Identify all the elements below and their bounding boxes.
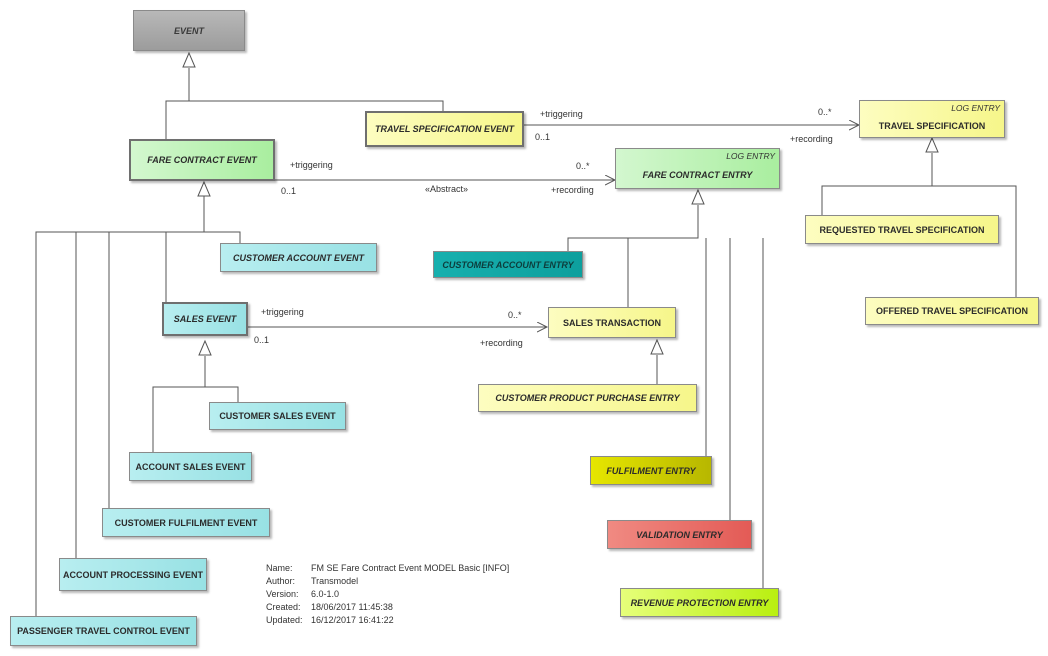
class-name: CUSTOMER ACCOUNT EVENT <box>232 252 364 263</box>
class-name: VALIDATION ENTRY <box>636 529 723 540</box>
inheritance-triangle-sales-event <box>198 339 212 356</box>
class-fare-contract-entry[interactable]: LOG ENTRY FARE CONTRACT ENTRY <box>615 148 780 189</box>
multiplicity-target-fare-contract: 0..* <box>576 161 590 171</box>
metadata-value: FM SE Fare Contract Event MODEL Basic [I… <box>311 563 510 573</box>
multiplicity-source-travel-spec: 0..1 <box>535 132 551 142</box>
metadata-row-created: Created: 18/06/2017 11:45:38 <box>266 601 509 614</box>
diagram-metadata: Name: FM SE Fare Contract Event MODEL Ba… <box>266 562 509 627</box>
metadata-key: Created: <box>266 602 301 612</box>
class-travel-specification[interactable]: LOG ENTRY TRAVEL SPECIFICATION <box>859 100 1005 138</box>
class-name: SALES TRANSACTION <box>562 317 661 328</box>
multiplicity-target-sales: 0..* <box>508 310 522 320</box>
class-offered-travel-specification[interactable]: OFFERED TRAVEL SPECIFICATION <box>865 297 1039 325</box>
class-account-sales-event[interactable]: ACCOUNT SALES EVENT <box>129 452 252 481</box>
metadata-key: Updated: <box>266 615 303 625</box>
class-sales-transaction[interactable]: SALES TRANSACTION <box>548 307 676 338</box>
class-sales-event[interactable]: SALES EVENT <box>162 302 248 336</box>
inheritance-triangle-fare-contract-event <box>197 180 211 197</box>
role-recording-travel-spec: +recording <box>790 134 833 144</box>
class-name: REVENUE PROTECTION ENTRY <box>630 597 769 608</box>
class-name: CUSTOMER SALES EVENT <box>219 411 336 421</box>
class-name: CUSTOMER PRODUCT PURCHASE ENTRY <box>495 393 680 403</box>
generalization-fare-contract-event-to-event <box>165 100 444 140</box>
inheritance-triangle-event <box>182 51 196 68</box>
class-name: FARE CONTRACT ENTRY <box>642 169 753 180</box>
class-name: CUSTOMER ACCOUNT ENTRY <box>442 259 574 270</box>
class-passenger-travel-control-event[interactable]: PASSENGER TRAVEL CONTROL EVENT <box>10 616 197 646</box>
class-name: TRAVEL SPECIFICATION <box>878 121 986 131</box>
inheritance-triangle-fare-contract-entry <box>691 188 705 205</box>
class-name: ACCOUNT SALES EVENT <box>135 461 246 472</box>
metadata-row-author: Author: Transmodel <box>266 575 509 588</box>
class-requested-travel-specification[interactable]: REQUESTED TRAVEL SPECIFICATION <box>805 215 999 244</box>
class-name: CUSTOMER FULFILMENT EVENT <box>114 517 258 528</box>
class-validation-entry[interactable]: VALIDATION ENTRY <box>607 520 752 549</box>
metadata-row-name: Name: FM SE Fare Contract Event MODEL Ba… <box>266 562 509 575</box>
generalization-bus-fare-contract-entry <box>567 205 699 251</box>
association-stereotype-fare-contract: «Abstract» <box>425 184 469 194</box>
class-travel-specification-event[interactable]: TRAVEL SPECIFICATION EVENT <box>365 111 524 147</box>
class-name: TRAVEL SPECIFICATION EVENT <box>374 124 514 134</box>
generalization-bus-fare-contract-event <box>35 196 205 616</box>
stereotype-label: LOG ENTRY <box>726 151 775 161</box>
metadata-key: Version: <box>266 589 299 599</box>
link-customer-account-event <box>204 231 241 243</box>
role-triggering-travel-spec: +triggering <box>540 109 583 119</box>
role-triggering-fare-contract: +triggering <box>290 160 333 170</box>
metadata-value: 6.0-1.0 <box>311 589 340 599</box>
metadata-row-updated: Updated: 16/12/2017 16:41:22 <box>266 614 509 627</box>
inheritance-triangle-sales-transaction <box>650 338 664 355</box>
class-account-processing-event[interactable]: ACCOUNT PROCESSING EVENT <box>59 558 207 591</box>
metadata-key: Name: <box>266 563 293 573</box>
class-customer-account-entry[interactable]: CUSTOMER ACCOUNT ENTRY <box>433 251 583 278</box>
role-recording-sales: +recording <box>480 338 523 348</box>
stereotype-label: LOG ENTRY <box>951 103 1000 113</box>
role-triggering-sales: +triggering <box>261 307 304 317</box>
class-customer-fulfilment-event[interactable]: CUSTOMER FULFILMENT EVENT <box>102 508 270 537</box>
class-name: FULFILMENT ENTRY <box>606 465 696 476</box>
class-fare-contract-event[interactable]: FARE CONTRACT EVENT <box>129 139 275 181</box>
class-customer-product-purchase-entry[interactable]: CUSTOMER PRODUCT PURCHASE ENTRY <box>478 384 697 412</box>
metadata-value: 18/06/2017 11:45:38 <box>311 602 393 612</box>
class-revenue-protection-entry[interactable]: REVENUE PROTECTION ENTRY <box>620 588 779 617</box>
generalization-bus-travel-specification <box>821 153 933 215</box>
metadata-row-version: Version: 6.0-1.0 <box>266 588 509 601</box>
multiplicity-source-fare-contract: 0..1 <box>281 186 297 196</box>
generalization-bus-sales-event <box>152 356 206 452</box>
class-fulfilment-entry[interactable]: FULFILMENT ENTRY <box>590 456 712 485</box>
metadata-value: Transmodel <box>311 576 359 586</box>
class-name: PASSENGER TRAVEL CONTROL EVENT <box>17 626 190 636</box>
class-name: FARE CONTRACT EVENT <box>147 155 257 165</box>
link-customer-sales-event <box>205 386 239 402</box>
class-customer-account-event[interactable]: CUSTOMER ACCOUNT EVENT <box>220 243 377 272</box>
inheritance-triangle-travel-specification <box>925 136 939 153</box>
class-event[interactable]: EVENT <box>133 10 245 51</box>
multiplicity-source-sales: 0..1 <box>254 335 270 345</box>
link-offered-travel-specification <box>932 185 1017 297</box>
class-customer-sales-event[interactable]: CUSTOMER SALES EVENT <box>209 402 346 430</box>
metadata-value: 16/12/2017 16:41:22 <box>311 615 394 625</box>
class-name: ACCOUNT PROCESSING EVENT <box>62 569 203 580</box>
class-name: SALES EVENT <box>173 314 237 324</box>
class-name: EVENT <box>173 25 204 36</box>
class-name: OFFERED TRAVEL SPECIFICATION <box>875 306 1028 316</box>
multiplicity-target-travel-spec: 0..* <box>818 107 832 117</box>
class-name: REQUESTED TRAVEL SPECIFICATION <box>819 224 985 235</box>
metadata-key: Author: <box>266 576 296 586</box>
role-recording-fare-contract: +recording <box>551 185 594 195</box>
